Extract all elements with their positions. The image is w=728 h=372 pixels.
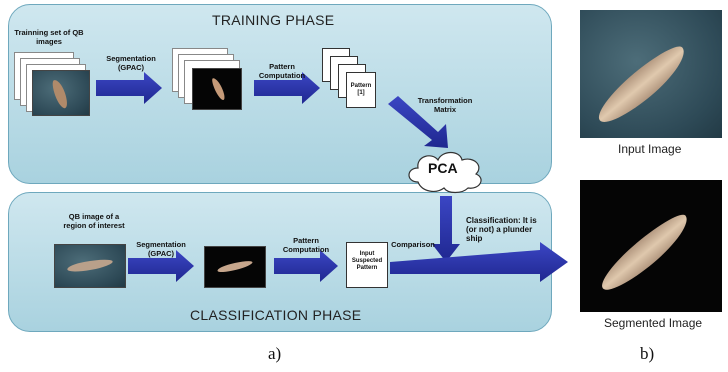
ship-shape <box>594 207 696 299</box>
pattern-doc-label: Pattern [1] <box>350 83 372 96</box>
qb-image-label: QB image of a region of interest <box>63 212 125 230</box>
pca-cloud <box>408 151 482 194</box>
ship-shape <box>216 258 254 275</box>
subfigure-label-a: a) <box>268 344 282 363</box>
training-set-label: Trainning set of QB images <box>14 28 84 46</box>
training-qb-image <box>32 70 90 116</box>
ship-shape <box>50 78 70 110</box>
arrow-segmentation-classification <box>128 250 194 282</box>
ship-shape <box>66 257 114 274</box>
ship-shape <box>210 76 227 102</box>
input-image <box>580 10 722 138</box>
classification-qb-image <box>54 244 126 288</box>
classification-result-label: Classification: It is (or not) a plunder… <box>466 216 537 243</box>
training-segmented-image <box>192 68 242 110</box>
subfigure-label-b: b) <box>640 344 655 363</box>
pattern-doc-front: Pattern [1] <box>346 72 376 108</box>
arrow-pca-down <box>432 196 460 262</box>
classification-segmented-image <box>204 246 266 288</box>
classification-pattern-computation-label: Pattern Computation <box>282 236 330 254</box>
input-image-caption: Input Image <box>618 142 682 156</box>
segmented-image <box>580 180 722 312</box>
comparison-label: Comparison <box>391 240 435 249</box>
suspected-pattern-label: Input Suspected Pattern <box>351 251 383 271</box>
arrow-pattern-classification <box>274 250 338 282</box>
training-phase-title: TRAINING PHASE <box>212 12 335 28</box>
arrow-transformation <box>388 96 448 148</box>
arrow-pattern-training <box>254 72 320 104</box>
pca-label: PCA <box>428 160 458 176</box>
segmented-image-caption: Segmented Image <box>604 316 703 330</box>
transformation-matrix-label: Transformation Matrix <box>417 96 473 114</box>
arrow-comparison <box>390 242 568 282</box>
suspected-pattern-doc: Input Suspected Pattern <box>346 242 388 288</box>
classification-segmentation-label: Segmentation (GPAC) <box>136 240 186 258</box>
arrow-segmentation-training <box>96 72 162 104</box>
training-segmentation-label: Segmentation (GPAC) <box>106 54 156 72</box>
ship-shape <box>590 38 694 132</box>
training-pattern-computation-label: Pattern Computation <box>258 62 306 80</box>
classification-phase-title: CLASSIFICATION PHASE <box>190 307 362 323</box>
